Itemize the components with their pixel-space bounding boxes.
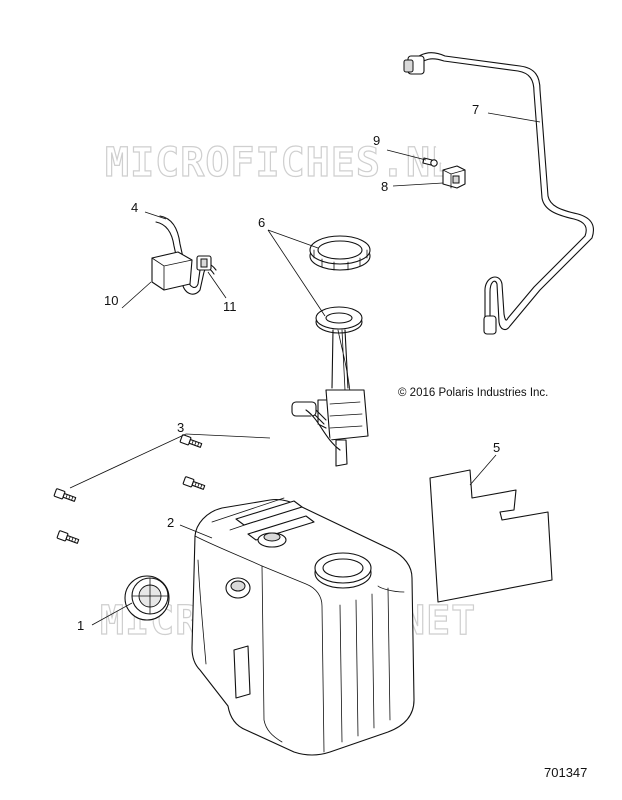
- callout-labels: 1 2 3 4 5 6 7 8 9 10 11: [77, 102, 500, 633]
- part-7-vent-line: [403, 52, 595, 335]
- part-2-fuel-tank: [191, 497, 415, 756]
- part-5-sheet: [429, 469, 553, 603]
- leader-lines: [69, 112, 541, 626]
- callout-6: 6: [258, 215, 265, 230]
- callout-5: 5: [493, 440, 500, 455]
- callout-1: 1: [77, 618, 84, 633]
- diagram-number: 701347: [544, 765, 587, 780]
- callout-7: 7: [472, 102, 479, 117]
- part-8-clip: [442, 165, 466, 189]
- part-3-bolts: [53, 434, 206, 544]
- callout-11: 11: [223, 299, 237, 314]
- callout-4: 4: [131, 200, 138, 215]
- watermark-top: MICROFICHES.NET: [105, 140, 481, 186]
- callout-8: 8: [381, 179, 388, 194]
- part-6-lock-ring: [309, 235, 371, 271]
- callout-2: 2: [167, 515, 174, 530]
- part-9-screw: [422, 157, 438, 167]
- part-6-fuel-pump: [291, 306, 369, 467]
- copyright-notice: © 2016 Polaris Industries Inc.: [398, 387, 548, 399]
- part-1-fuel-cap: [124, 575, 170, 621]
- callout-9: 9: [373, 133, 380, 148]
- callout-10: 10: [104, 293, 118, 308]
- part-10-pad: [151, 251, 193, 291]
- callout-3: 3: [177, 420, 184, 435]
